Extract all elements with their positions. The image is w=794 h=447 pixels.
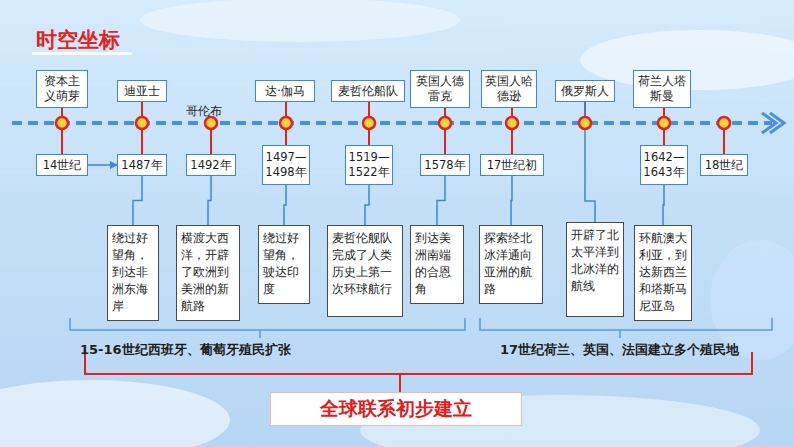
- node-text: 17世纪初: [487, 158, 538, 173]
- node-text: 1497—1498年: [265, 150, 307, 180]
- timeline-dot: [205, 117, 217, 129]
- node-text: 开辟了北太平洋到北冰洋的航线: [571, 227, 619, 295]
- period-label: 17世纪荷兰、英国、法国建立多个殖民地: [500, 341, 739, 359]
- date-box: 1492年: [186, 154, 236, 176]
- timeline-dot: [56, 117, 68, 129]
- timeline-dot: [136, 117, 148, 129]
- node-text: 到达美洲南端的合恩角: [415, 230, 459, 298]
- explorer-box: 英国人德雷克: [410, 70, 470, 108]
- event-box: 绕过好望角，驶达印度: [258, 225, 310, 304]
- node-text: 达·伽马: [265, 84, 305, 99]
- event-box: 绕过好望角，到达非洲东海岸: [107, 225, 159, 321]
- node-text: 俄罗斯人: [561, 84, 609, 99]
- node-text: 横渡大西洋，开辟了欧洲到美洲的新航路: [181, 230, 235, 315]
- explorer-box: 荷兰人塔斯曼: [633, 70, 691, 108]
- timeline-dot: [579, 117, 591, 129]
- red-bracket: [85, 352, 752, 392]
- timeline-label: 哥伦布: [186, 104, 222, 119]
- node-text: 1578年: [424, 158, 465, 173]
- node-text: 英国人德雷克: [414, 74, 466, 104]
- connector: [284, 185, 286, 225]
- connector: [511, 176, 512, 225]
- node-text: 14世纪: [43, 158, 82, 173]
- node-text: 1492年: [190, 158, 231, 173]
- date-box: 17世纪初: [480, 154, 544, 176]
- connector: [88, 164, 117, 166]
- blue-bracket: [480, 318, 772, 338]
- node-text: 绕过好望角，到达非洲东海岸: [112, 230, 154, 315]
- explorer-box: 麦哲伦船队: [331, 80, 405, 102]
- node-text: 1642—1643年: [643, 150, 685, 180]
- node-text: 1487年: [121, 158, 162, 173]
- timeline-arrowhead: [762, 113, 784, 133]
- date-box: 18世纪: [700, 154, 748, 176]
- event-box: 开辟了北太平洋到北冰洋的航线: [566, 222, 624, 317]
- summary-box: 全球联系初步建立: [270, 392, 522, 426]
- node-text: 资本主义萌芽: [40, 74, 84, 104]
- date-box: 1578年: [420, 154, 470, 176]
- date-box: 14世纪: [36, 154, 88, 176]
- date-box: 1487年: [117, 154, 167, 176]
- timeline-dot: [506, 117, 518, 129]
- explorer-box: 达·伽马: [255, 80, 315, 102]
- timeline-dot: [363, 117, 375, 129]
- node-text: 英国人哈德逊: [485, 74, 533, 104]
- node-text: 探索经北冰洋通向亚洲的航路: [484, 230, 538, 298]
- connector: [208, 176, 211, 225]
- explorer-box: 俄罗斯人: [555, 80, 615, 102]
- explorer-box: 迪亚士: [117, 80, 167, 102]
- timeline-dot: [718, 117, 730, 129]
- explorer-box: 英国人哈德逊: [481, 70, 537, 108]
- node-text: 1519—1522年: [348, 150, 390, 180]
- connector: [133, 176, 142, 225]
- date-box: 1497—1498年: [262, 145, 310, 185]
- title: 时空坐标: [36, 26, 120, 54]
- connector: [437, 176, 445, 225]
- event-box: 到达美洲南端的合恩角: [410, 225, 464, 304]
- blue-bracket: [70, 318, 465, 338]
- period-label: 15-16世纪西班牙、葡萄牙殖民扩张: [80, 341, 291, 359]
- node-text: 麦哲伦船队: [338, 84, 398, 99]
- timeline-dot: [439, 117, 451, 129]
- date-box: 1519—1522年: [345, 145, 393, 185]
- event-box: 探索经北冰洋通向亚洲的航路: [479, 225, 543, 304]
- event-box: 横渡大西洋，开辟了欧洲到美洲的新航路: [176, 225, 240, 321]
- event-box: 环航澳大利亚，到达新西兰和塔斯马尼亚岛: [634, 225, 692, 321]
- connector: [365, 185, 369, 225]
- explorer-box: 资本主义萌芽: [36, 70, 88, 108]
- timeline-stem: [210, 129, 212, 154]
- node-text: 绕过好望角，驶达印度: [263, 230, 305, 298]
- date-box: 1642—1643年: [640, 145, 688, 185]
- timeline-dot: [658, 117, 670, 129]
- node-text: 迪亚士: [124, 84, 160, 99]
- node-text: 荷兰人塔斯曼: [637, 74, 687, 104]
- timeline-dot: [280, 117, 292, 129]
- node-text: 环航澳大利亚，到达新西兰和塔斯马尼亚岛: [639, 230, 687, 315]
- node-text: 18世纪: [705, 158, 744, 173]
- connector: [663, 185, 664, 225]
- node-text: 麦哲伦舰队完成了人类历史上第一次环球航行: [332, 230, 398, 298]
- node-text: 全球联系初步建立: [320, 396, 472, 422]
- event-box: 麦哲伦舰队完成了人类历史上第一次环球航行: [327, 225, 403, 317]
